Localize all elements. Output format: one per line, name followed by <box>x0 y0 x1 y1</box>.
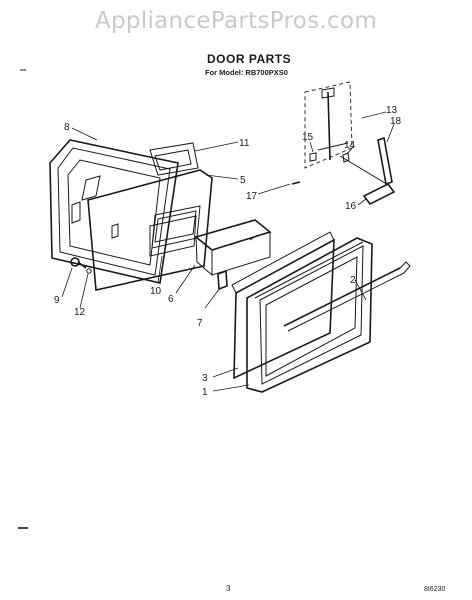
callout-9: 9 <box>54 295 60 306</box>
watermark: AppliancePartsPros.com <box>94 8 378 34</box>
inner-door-liner <box>49 139 179 284</box>
callout-3: 3 <box>202 373 208 384</box>
callout-14: 14 <box>344 140 356 151</box>
window-gasket <box>149 215 197 257</box>
callout-17: 17 <box>246 191 258 202</box>
callout-5: 5 <box>240 175 246 186</box>
drawing-code: 8I6230 <box>424 586 446 593</box>
callout-18: 18 <box>390 116 402 127</box>
hinge-bracket <box>362 182 396 206</box>
outer-glass-panel <box>231 231 335 380</box>
callout-6: 6 <box>168 294 174 305</box>
callout-13: 13 <box>386 105 398 116</box>
glass-clip <box>217 269 228 291</box>
hinge-pin <box>342 152 350 163</box>
callout-2: 2 <box>350 275 356 286</box>
hinge-stop <box>309 152 317 162</box>
hinge-spring <box>377 136 393 186</box>
callout-10: 12 <box>74 307 86 318</box>
callout-11: 10 <box>150 286 162 297</box>
hinge-screw <box>291 181 301 185</box>
door-handle-fastener <box>70 257 92 274</box>
callout-15: 15 <box>302 132 314 143</box>
callout-7: 7 <box>197 318 203 329</box>
callout-16: 16 <box>345 201 357 212</box>
door-handle <box>283 261 411 332</box>
callout-1: 1 <box>202 387 208 398</box>
page-title: DOOR PARTS <box>207 52 292 66</box>
door-frame-baffle <box>149 142 199 176</box>
model-subtitle: For Model: RB700PXS0 <box>205 68 288 77</box>
outer-door-frame <box>246 237 373 393</box>
hinge-assembly <box>304 81 391 187</box>
callout-12: 11 <box>239 138 250 149</box>
inner-window-panel <box>87 169 213 291</box>
callout-8: 8 <box>64 122 70 133</box>
window-glass <box>194 219 272 277</box>
page-number: 3 <box>226 584 231 593</box>
